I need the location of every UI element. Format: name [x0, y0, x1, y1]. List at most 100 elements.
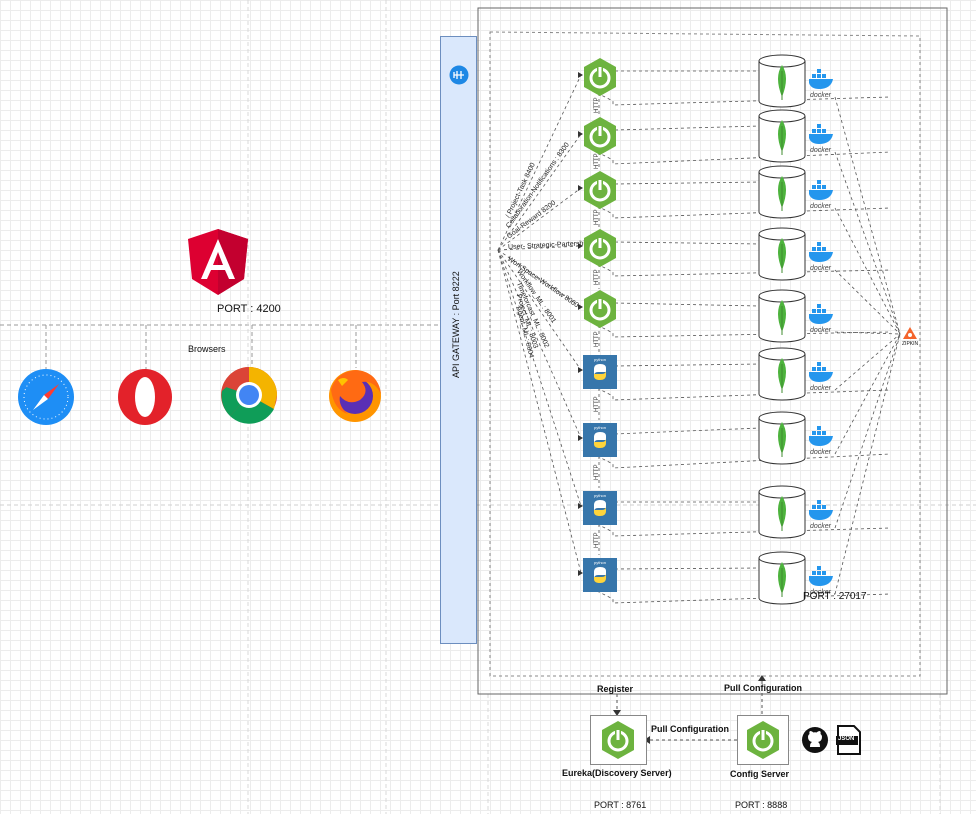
mongodb-database[interactable]: docker: [757, 484, 841, 540]
http-label: HTTP: [594, 330, 600, 347]
connector-line: [497, 249, 582, 439]
connector-line: [614, 241, 761, 245]
connector-line: [497, 249, 582, 371]
eureka-server[interactable]: [590, 715, 647, 765]
browsers-label: Browsers: [188, 344, 226, 354]
arrow-head: [578, 570, 583, 576]
connector-line: [834, 333, 901, 455]
arrow-head: [578, 435, 583, 441]
json-file-icon[interactable]: [836, 725, 862, 755]
connector-line: [834, 333, 901, 529]
connector-line: [596, 590, 891, 604]
zipkin-label: ZIPKIN: [902, 341, 919, 347]
angular-icon: [188, 229, 248, 295]
chrome-icon[interactable]: [220, 366, 278, 424]
connector-line: [497, 249, 582, 507]
connector-line: [596, 387, 891, 401]
connector-line: [497, 249, 582, 308]
docker-icon: [809, 304, 833, 324]
python-label: python: [594, 425, 606, 430]
gateway-label: API GATEWAY : Port 8222: [451, 271, 461, 378]
mongodb-database[interactable]: docker: [757, 346, 841, 402]
mongodb-database[interactable]: docker: [757, 108, 841, 164]
config-label: Config Server: [730, 769, 790, 779]
python-label: python: [594, 493, 606, 498]
mongodb-database[interactable]: docker: [757, 550, 841, 606]
spring-service-icon[interactable]: [580, 170, 620, 210]
python-service-icon[interactable]: python: [580, 488, 620, 528]
connector-line: [497, 245, 582, 251]
http-label: HTTP: [594, 396, 600, 412]
connector-line: [614, 125, 761, 131]
python-label: python: [594, 357, 606, 362]
config-server[interactable]: [737, 715, 789, 765]
gateway-icon: [449, 65, 469, 85]
arrow-head: [578, 304, 583, 310]
connector-line: [596, 205, 891, 219]
connector-line: [497, 249, 582, 574]
github-icon[interactable]: [801, 726, 829, 754]
json-label: JSON: [838, 736, 855, 742]
docker-label: docker: [810, 449, 832, 456]
spring-service-icon[interactable]: [580, 116, 620, 156]
python-label: python: [594, 560, 606, 565]
connector-line: [596, 92, 891, 106]
connector-line: [596, 324, 891, 338]
eureka-label: Eureka(Discovery Server): [562, 768, 672, 778]
connector-line: [614, 181, 761, 185]
arrow-head: [578, 72, 583, 78]
python-service-icon[interactable]: python: [580, 420, 620, 460]
docker-icon: [809, 566, 833, 586]
docker-label: docker: [810, 385, 832, 392]
docker-icon: [809, 180, 833, 200]
mongodb-database[interactable]: docker: [757, 226, 841, 282]
python-service-icon[interactable]: python: [580, 352, 620, 392]
arrow-head: [578, 131, 583, 137]
connector-line: [834, 333, 901, 391]
connector-line: [596, 453, 891, 469]
python-service-icon[interactable]: python: [580, 555, 620, 595]
docker-label: docker: [810, 265, 832, 272]
connector-line: [614, 363, 761, 367]
zipkin-icon: [903, 327, 917, 339]
mongodb-database[interactable]: docker: [757, 410, 841, 466]
config-port-label: PORT : 8888: [735, 800, 788, 810]
docker-icon: [809, 69, 833, 89]
spring-service-icon[interactable]: [580, 228, 620, 268]
docker-label: docker: [810, 147, 832, 154]
arrow-head: [578, 243, 583, 249]
http-label: HTTP: [594, 96, 600, 113]
docker-icon: [809, 426, 833, 446]
connector-line: [614, 302, 761, 307]
docker-label: docker: [810, 327, 832, 334]
spring-service-icon[interactable]: [580, 289, 620, 329]
connector-line: [596, 151, 891, 165]
mongodb-database[interactable]: docker: [757, 288, 841, 344]
safari-icon[interactable]: [17, 368, 75, 426]
spring-power-icon: [747, 721, 779, 759]
mongo-port-label: PORT : 27017: [803, 591, 867, 602]
connector-line: [614, 567, 761, 570]
firefox-icon[interactable]: [326, 366, 384, 424]
connector-line: [834, 333, 901, 595]
connector-line: [834, 269, 901, 335]
docker-label: docker: [810, 203, 832, 210]
http-label: HTTP: [594, 209, 600, 225]
spring-power-icon: [602, 721, 634, 759]
docker-icon: [809, 362, 833, 382]
connector-line: [596, 263, 891, 277]
opera-icon[interactable]: [116, 368, 174, 426]
pull-config-top-label: Pull Configuration: [724, 683, 802, 693]
docker-icon: [809, 242, 833, 262]
mongodb-database[interactable]: docker: [757, 164, 841, 220]
spring-service-icon[interactable]: [580, 57, 620, 97]
arrow-head: [578, 367, 583, 373]
api-gateway[interactable]: [440, 36, 477, 644]
connector-line: [834, 96, 901, 335]
docker-label: docker: [810, 92, 832, 99]
connector-line: [596, 523, 891, 537]
register-label: Register: [597, 684, 634, 694]
mongodb-database[interactable]: docker: [757, 53, 841, 109]
